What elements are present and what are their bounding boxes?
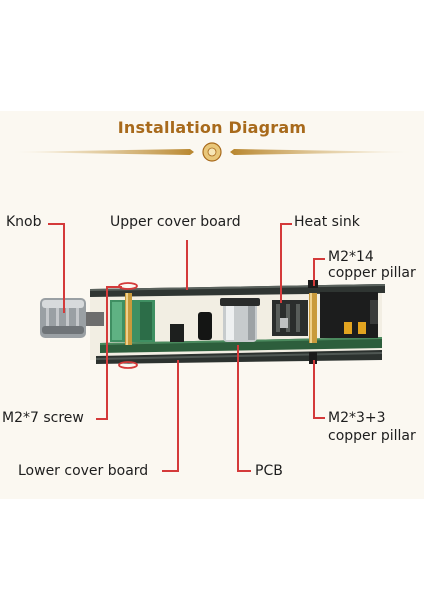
m2-14-leader [313,258,315,286]
m2-3-3-leader [313,360,315,419]
m2-7-screw-leader [106,286,108,420]
label-m2-3-3-line2: copper pillar [328,428,416,444]
title-divider [10,142,414,162]
upper-cover-leader [186,240,188,290]
label-m2-14-line1: M2*14 [328,249,374,265]
pcb-leader [237,345,239,472]
diagram-title: Installation Diagram [117,118,307,137]
label-lower-cover-board: Lower cover board [18,463,149,479]
knob-leader [48,223,64,225]
label-m2-7-screw: M2*7 screw [2,410,84,426]
left-copper-pillar [125,293,132,345]
label-knob: Knob [6,214,42,230]
label-pcb: PCB [255,463,283,479]
label-m2-3-3-line1: M2*3+3 [328,410,386,426]
label-heat-sink: Heat sink [294,214,360,230]
right-copper-pillar [309,293,317,343]
label-m2-14-line2: copper pillar [328,265,416,281]
heat-sink-leader [280,223,282,303]
label-upper-cover-board: Upper cover board [110,214,241,230]
lower-cover-leader [177,360,179,472]
